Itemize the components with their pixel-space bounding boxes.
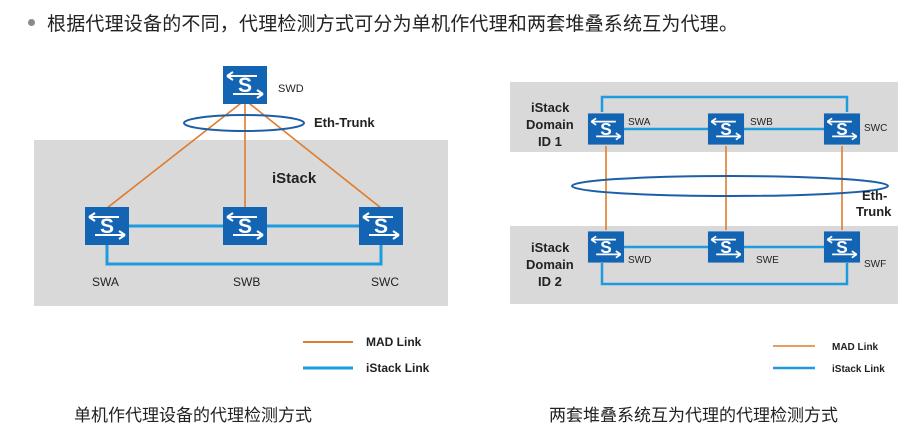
switch-swe-right-icon [707, 230, 745, 264]
bullet-icon [28, 19, 35, 26]
swc-right-label: SWC [864, 123, 887, 134]
swa-label: SWA [92, 275, 119, 289]
mad-link-swc [244, 99, 382, 209]
domain2-label-2: Domain [526, 257, 574, 272]
swb-label: SWB [233, 275, 260, 289]
switch-swa-right-icon [587, 112, 625, 146]
switch-swf-right-icon [823, 230, 861, 264]
switch-swb-right-icon [707, 112, 745, 146]
swf-right-label: SWF [864, 259, 886, 270]
d1-istack-ring [600, 95, 849, 112]
swa-right-label: SWA [628, 117, 651, 128]
domain1-label-3: ID 1 [538, 134, 562, 149]
eth-trunk-label: Eth-Trunk [314, 115, 375, 130]
swc-label: SWC [371, 275, 399, 289]
legend-mad-label-right: MAD Link [832, 342, 879, 353]
right-diagram: iStack Domain ID 1 iStack Domain ID 2 SW… [510, 82, 898, 375]
eth-trunk-ring [183, 114, 305, 132]
switch-swd-right-icon [587, 230, 625, 264]
left-diagram: SWD Eth-Trunk iStack SWA SWB SWC MAD Lin… [34, 65, 448, 375]
eth-trunk-right-label-2: Trunk [856, 204, 892, 219]
switch-swc-right-icon [823, 112, 861, 146]
istack-label: iStack [272, 170, 317, 187]
domain1-label-1: iStack [531, 100, 570, 115]
right-caption: 两套堆叠系统互为代理的代理检测方式 [549, 406, 838, 426]
switch-swc-icon [358, 206, 404, 246]
swd-right-label: SWD [628, 255, 651, 266]
domain2-label-3: ID 2 [538, 274, 562, 289]
switch-swd-icon [222, 65, 268, 105]
istack-link-ring [105, 244, 383, 266]
swd-label: SWD [278, 83, 304, 95]
switch-swb-icon [222, 206, 268, 246]
left-caption: 单机作代理设备的代理检测方式 [74, 406, 312, 426]
mad-link-swa [106, 99, 246, 209]
d2-istack-ring [600, 263, 849, 286]
legend-mad-label: MAD Link [366, 335, 422, 349]
swb-right-label: SWB [750, 117, 773, 128]
eth-trunk-right-label-1: Eth- [862, 188, 887, 203]
legend-istack-label: iStack Link [366, 361, 430, 375]
legend-istack-label-right: iStack Link [832, 364, 885, 375]
switch-swa-icon [84, 206, 130, 246]
header-line: 根据代理设备的不同，代理检测方式可分为单机作代理和两套堆叠系统互为代理。 [28, 9, 738, 36]
eth-trunk-ring-right [571, 175, 889, 197]
swe-right-label: SWE [756, 255, 779, 266]
domain1-label-2: Domain [526, 117, 574, 132]
domain2-label-1: iStack [531, 240, 570, 255]
header-text: 根据代理设备的不同，代理检测方式可分为单机作代理和两套堆叠系统互为代理。 [47, 13, 739, 35]
